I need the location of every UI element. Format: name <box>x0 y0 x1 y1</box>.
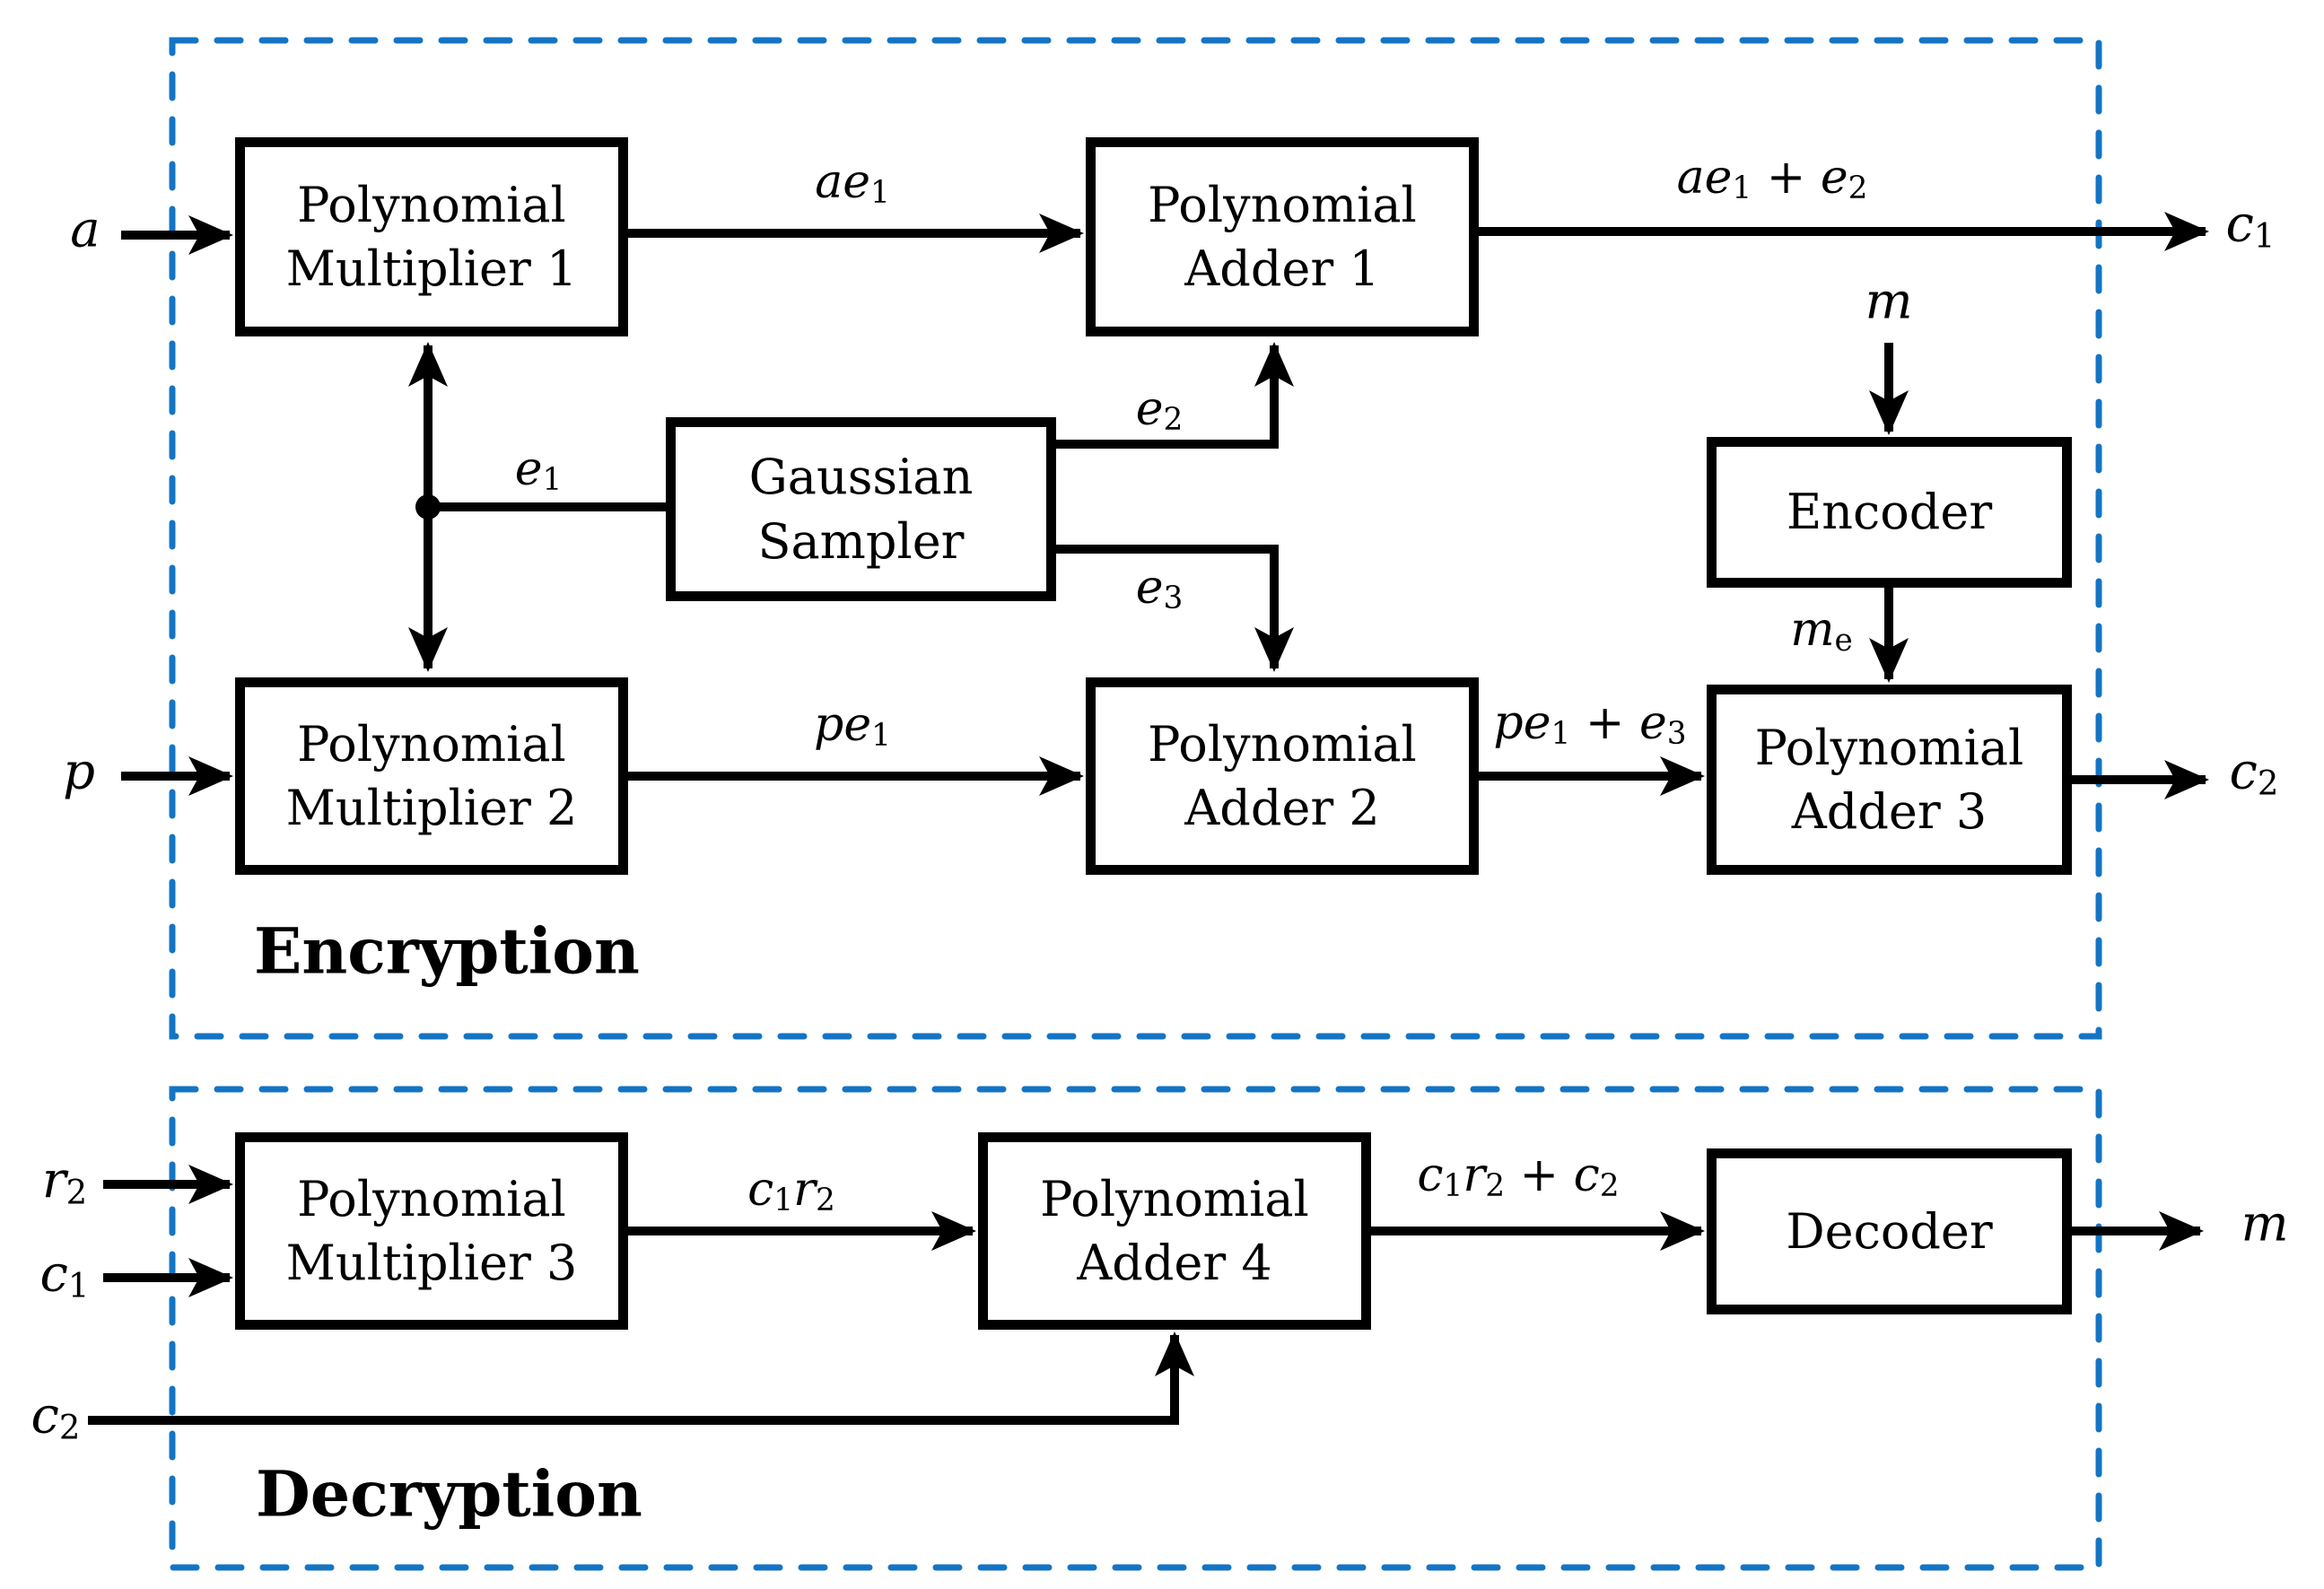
section-label-encryption: Encryption <box>254 913 640 989</box>
block-decoder: Decoder <box>1707 1148 2072 1314</box>
signal-label-pe1-plus-e3: pe1 + e3 <box>1493 696 1687 753</box>
edge-c2-input <box>88 1331 1194 1425</box>
e1-junction-dot <box>415 494 441 519</box>
block-polynomial-multiplier-1: Polynomial Multiplier 1 <box>235 137 628 336</box>
block-gaussian-sampler: Gaussian Sampler <box>666 417 1056 601</box>
block-polynomial-adder-2: Polynomial Adder 2 <box>1086 677 1479 875</box>
signal-label-me: me <box>1790 603 1853 659</box>
edge-e2 <box>1056 342 1294 449</box>
signal-label-c1r2: c1r2 <box>747 1163 835 1219</box>
edge-e3 <box>1056 545 1294 672</box>
input-label-p: p <box>63 742 95 801</box>
signal-label-e3: e3 <box>1135 561 1184 617</box>
signal-label-e2: e2 <box>1135 382 1184 439</box>
block-polynomial-adder-3: Polynomial Adder 3 <box>1707 685 2072 875</box>
input-label-m: m <box>1865 272 1913 331</box>
input-label-a: a <box>70 200 100 259</box>
signal-label-pe1: pe1 <box>814 698 891 755</box>
block-polynomial-multiplier-2: Polynomial Multiplier 2 <box>235 677 628 875</box>
signal-label-ae1-plus-e2: ae1 + e2 <box>1676 151 1868 207</box>
signal-label-c1r2-plus-c2: c1r2 + c2 <box>1417 1148 1620 1205</box>
encryption-boundary <box>169 37 2102 1040</box>
output-label-c2: c2 <box>2229 742 2279 803</box>
input-label-c1: c1 <box>39 1244 90 1305</box>
block-polynomial-multiplier-3: Polynomial Multiplier 3 <box>235 1132 628 1330</box>
signal-label-e1: e1 <box>514 442 563 499</box>
block-polynomial-adder-4: Polynomial Adder 4 <box>978 1132 1371 1330</box>
block-encoder: Encoder <box>1707 437 2072 588</box>
output-label-c1: c1 <box>2225 195 2276 256</box>
decryption-boundary <box>169 1086 2102 1571</box>
input-label-r2: r2 <box>41 1151 88 1212</box>
section-label-decryption: Decryption <box>256 1456 642 1532</box>
input-label-c2: c2 <box>31 1386 81 1447</box>
signal-label-ae1: ae1 <box>815 155 890 212</box>
block-polynomial-adder-1: Polynomial Adder 1 <box>1086 137 1479 336</box>
output-label-m: m <box>2241 1194 2289 1253</box>
